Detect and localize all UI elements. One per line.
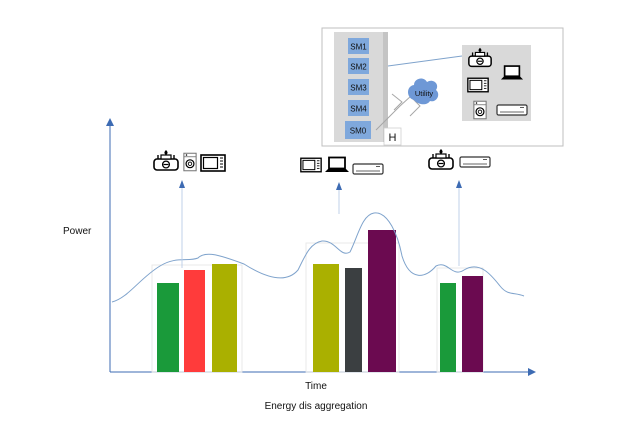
appliance-group-3 [428,149,491,170]
meter-sm1: SM1 [348,38,369,54]
appliance-group-1 [153,150,226,172]
laptop-icon [324,156,350,173]
microwave-icon [200,154,226,172]
meter-label: SM2 [350,63,367,72]
utility-cloud: Utility [408,78,439,105]
appliance-group-2 [300,156,384,175]
appliance-panel [462,45,531,121]
meter-label: SM1 [350,43,367,52]
stove-icon [153,150,179,171]
bar-green [440,283,456,372]
air-conditioner-icon [352,163,384,175]
meter-sm2: SM2 [348,58,369,74]
smart-meter-inset: SM1 SM2 SM3 SM4 SM0 Utility [321,27,564,147]
washer-icon [183,152,197,172]
bar-purple [462,276,483,372]
air-conditioner-icon [459,156,491,168]
house-label: H [389,132,397,144]
x-axis-label: Time [305,381,327,392]
bar-green [157,283,179,372]
meter-sm4: SM4 [348,100,369,116]
utility-label: Utility [415,89,434,98]
stove-icon [428,149,454,170]
meter-label: SM0 [350,127,367,136]
bar-purple [368,230,396,372]
air-conditioner-icon [496,104,528,116]
washer-icon [473,100,487,120]
house-marker: H [383,127,402,146]
meter-link [387,55,463,67]
meter-sm0: SM0 [345,121,371,139]
bar-red [184,270,205,372]
microwave-icon [467,77,489,93]
bar-olive [212,264,237,372]
meter-label: SM4 [350,105,367,114]
microwave-icon [300,157,322,173]
y-axis-label: Power [63,226,92,237]
power-signal-line [111,212,525,303]
power-chart: Power Time Energy dis aggregation [63,118,536,412]
meter-label: SM3 [350,84,367,93]
laptop-icon [500,65,524,81]
bar-gray [345,268,362,372]
figure-caption: Energy dis aggregation [265,401,368,412]
meter-sm3: SM3 [348,79,369,95]
bar-olive [313,264,339,372]
